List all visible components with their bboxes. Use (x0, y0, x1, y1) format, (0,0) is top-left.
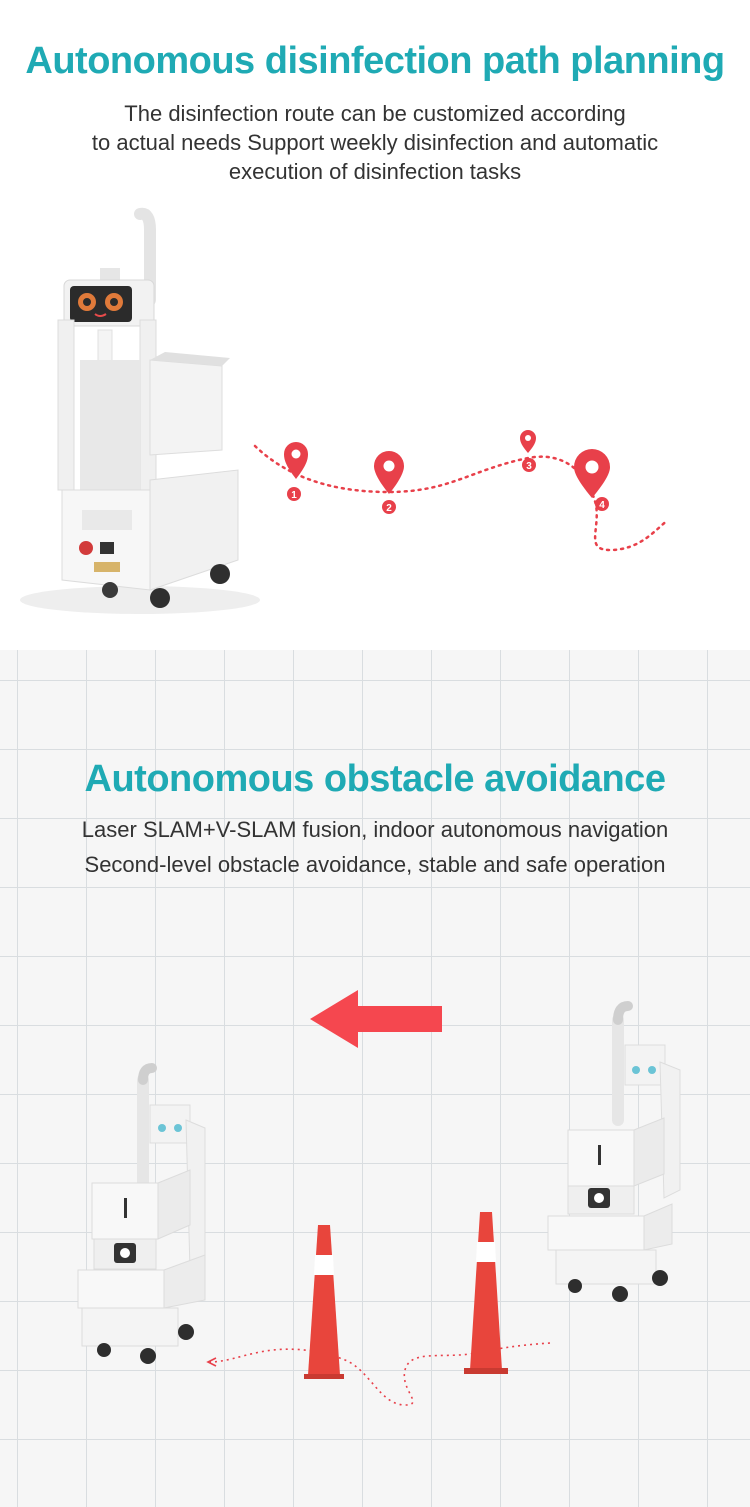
path-planning-section: Autonomous disinfection path planning Th… (0, 0, 750, 650)
svg-text:2: 2 (386, 503, 392, 514)
obstacle-avoidance-illustration (77, 990, 681, 1406)
obstacle-avoidance-description: Laser SLAM+V-SLAM fusion, indoor autonom… (10, 812, 740, 882)
obstacle-avoidance-title: Autonomous obstacle avoidance (84, 758, 666, 800)
description-line: Second-level obstacle avoidance, stable … (84, 852, 666, 877)
waypoint-pin-2: 2 (374, 451, 404, 514)
avoidance-route-path (209, 1342, 551, 1406)
traffic-cone-icon (464, 1212, 508, 1374)
robot-right-image (547, 1001, 681, 1302)
traffic-cone-icon (304, 1225, 344, 1379)
svg-text:4: 4 (599, 500, 605, 511)
waypoint-pin-3: 3 (520, 430, 536, 472)
obstacle-avoidance-section: Autonomous obstacle avoidance Laser SLAM… (0, 650, 750, 1507)
svg-text:3: 3 (526, 461, 532, 472)
route-path (253, 444, 670, 552)
description-line: to actual needs Support weekly disinfect… (91, 130, 659, 155)
robot-left-image (77, 1063, 206, 1364)
description-line: Laser SLAM+V-SLAM fusion, indoor autonom… (81, 817, 669, 842)
description-line: The disinfection route can be customized… (124, 101, 626, 126)
disinfection-robot-image (57, 207, 239, 608)
waypoint-pin-4: 4 (574, 449, 610, 511)
path-planning-description: The disinfection route can be customized… (20, 99, 730, 186)
svg-text:1: 1 (291, 490, 297, 501)
path-planning-illustration: 1 2 3 4 (20, 207, 670, 614)
left-arrow-icon (310, 990, 442, 1048)
description-line: execution of disinfection tasks (228, 159, 522, 184)
waypoint-pin-1: 1 (284, 442, 308, 501)
path-planning-title: Autonomous disinfection path planning (25, 40, 725, 82)
